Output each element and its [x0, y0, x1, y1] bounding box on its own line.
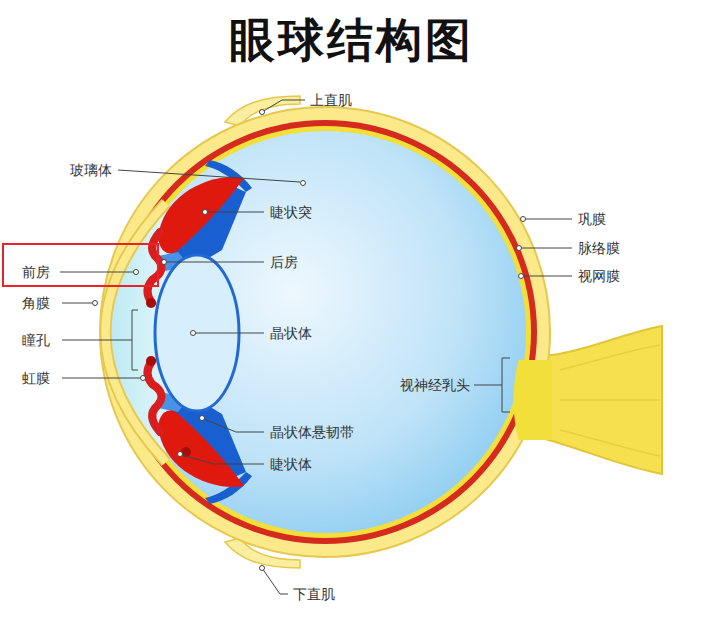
- nerve-fibers: [560, 345, 660, 456]
- part-label: 睫状突: [270, 203, 312, 221]
- highlight-box: 前房: [2, 243, 159, 287]
- optic-disc: [515, 360, 552, 440]
- part-label: 晶状体悬韧带: [270, 423, 354, 441]
- part-label: 脉络膜: [578, 239, 620, 257]
- retina: [119, 126, 531, 538]
- part-label: 视神经乳头: [400, 376, 470, 394]
- part-label: 下直肌: [293, 585, 335, 603]
- part-label: 虹膜: [22, 369, 50, 387]
- vitreous: [124, 131, 526, 533]
- part-label: 角膜: [22, 294, 50, 312]
- ciliary-body: [158, 411, 244, 487]
- leader-dots: [93, 110, 526, 571]
- ciliary-body: [158, 177, 244, 253]
- choroid: [113, 120, 537, 544]
- pupil-margin: [146, 356, 156, 366]
- part-label: 睫状体: [270, 455, 312, 473]
- part-label: 瞳孔: [22, 331, 50, 349]
- part-label: 巩膜: [578, 210, 606, 228]
- pupil-margin: [146, 298, 156, 308]
- part-label: 上直肌: [310, 91, 352, 109]
- part-label: 前房: [22, 263, 50, 281]
- part-label: 后房: [270, 253, 298, 271]
- part-label: 晶状体: [270, 324, 312, 342]
- diagram-title: 眼球结构图: [0, 10, 702, 72]
- optic-disc-edge: [515, 360, 520, 440]
- leader-lines: [60, 100, 572, 594]
- part-label: 视网膜: [578, 267, 620, 285]
- sclera: [100, 107, 550, 557]
- part-label: 玻璃体: [70, 161, 112, 179]
